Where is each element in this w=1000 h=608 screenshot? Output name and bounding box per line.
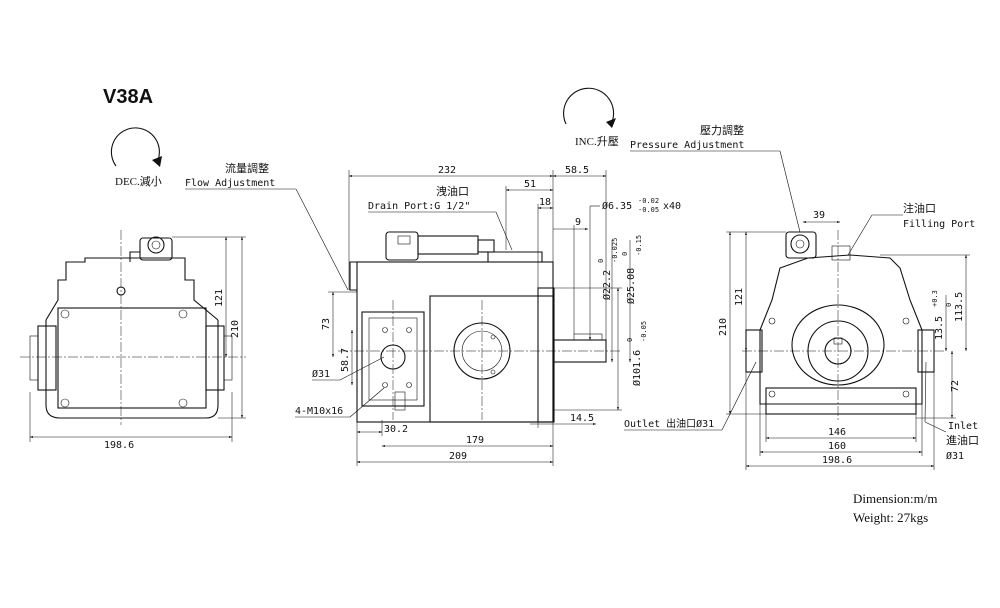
rotation-arrow-icon [563, 87, 615, 125]
height-72-dim: 72 [950, 380, 961, 392]
drain-offset-dim: 51 [524, 179, 536, 190]
dimension-note: Dimension:m/m [853, 491, 938, 506]
height-113-dim: 113.5 [954, 292, 965, 322]
shaft-d2-dim: Ø25.08 [625, 268, 637, 304]
inlet-label-cn: 進油口 [946, 433, 979, 447]
width-179-dim: 179 [466, 435, 484, 446]
right-view: INC.升壓 壓力調整 Pressure Adjustment 注油口 Fill… [563, 87, 979, 470]
svg-text:-0.05: -0.05 [640, 321, 648, 342]
inc-rotation-label: INC.升壓 [575, 135, 619, 148]
pressure-adjust-label-en: Pressure Adjustment [630, 140, 744, 151]
width-39-dim: 39 [813, 210, 825, 221]
width-30-dim: 30.2 [384, 424, 408, 435]
filling-port-label-en: Filling Port [903, 219, 975, 230]
left-height-dim: 210 [230, 320, 241, 338]
height-73-dim: 73 [321, 318, 332, 330]
key-width-dim: Ø6.35 [602, 200, 632, 212]
port-diameter-dim: Ø31 [312, 368, 330, 380]
shaft-length-dim: 58.5 [565, 165, 589, 176]
center-view: 232 58.5 51 18 9 洩油口 Drain Port:G 1/2" Ø… [295, 165, 681, 466]
inlet-label-en: Inlet [948, 421, 978, 432]
overall-length-dim: 232 [438, 165, 456, 176]
bolt-spacing-dim: 58.7 [340, 348, 351, 372]
svg-text:0: 0 [626, 338, 634, 342]
left-width-dim: 198.6 [104, 440, 134, 451]
svg-text:+0.3: +0.3 [931, 290, 939, 307]
height-13-dim: 13.5 [934, 316, 945, 340]
filling-port-label-cn: 注油口 [903, 201, 936, 215]
bolt-thread-dim: 4-M10x16 [295, 406, 343, 417]
flow-adjust-label-cn: 流量調整 [225, 161, 269, 175]
svg-text:x40: x40 [663, 201, 681, 212]
drain-port-label-cn: 洩油口 [436, 184, 469, 198]
weight-note: Weight: 27kgs [853, 510, 928, 525]
left-view: DEC.減小 流量調整 Flow Adjustment 198.6 [20, 127, 349, 451]
rotation-arrow-icon [110, 127, 160, 167]
key-9-dim: 9 [575, 217, 581, 228]
svg-text:-0.02: -0.02 [638, 197, 659, 205]
svg-text:-0.05: -0.05 [638, 206, 659, 214]
svg-text:-0.15: -0.15 [635, 235, 643, 256]
flange-18-dim: 18 [539, 197, 551, 208]
right-upper-dim: 121 [734, 288, 745, 306]
flow-adjust-label-en: Flow Adjustment [185, 178, 275, 189]
shaft-d1-dim: Ø22.2 [601, 270, 613, 300]
width-146-dim: 146 [828, 427, 846, 438]
svg-text:0: 0 [597, 259, 605, 263]
dec-rotation-label: DEC.減小 [115, 174, 162, 188]
flange-pilot-dim: Ø101.6 [631, 350, 643, 386]
width-209-dim: 209 [449, 451, 467, 462]
model-title: V38A [103, 86, 153, 108]
svg-text:-0.025: -0.025 [611, 238, 619, 263]
inlet-size: Ø31 [946, 450, 964, 462]
left-upper-dim: 121 [214, 289, 225, 307]
svg-text:0: 0 [945, 303, 953, 307]
width-160-dim: 160 [828, 441, 846, 452]
svg-text:0: 0 [621, 252, 629, 256]
right-height-dim: 210 [718, 318, 729, 336]
pressure-adjust-label-cn: 壓力調整 [700, 123, 744, 137]
outlet-label: Outlet 出油口Ø31 [624, 417, 714, 430]
drain-port-label-en: Drain Port:G 1/2" [368, 201, 470, 212]
flange-14-dim: 14.5 [570, 413, 594, 424]
width-198-dim: 198.6 [822, 455, 852, 466]
